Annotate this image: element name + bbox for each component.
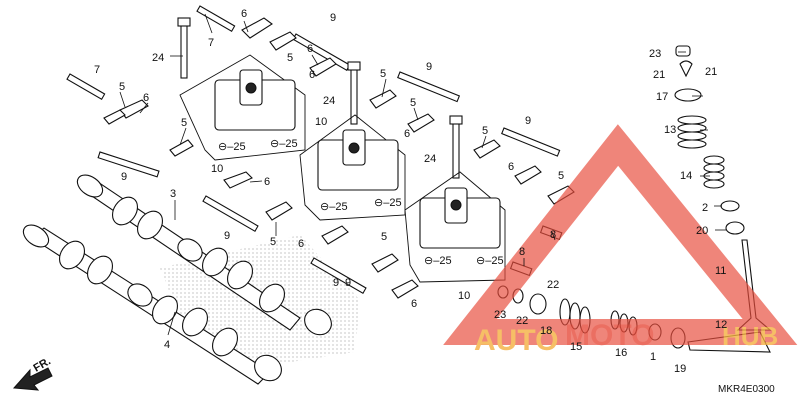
callout-5: 5 xyxy=(270,236,276,248)
callout-25: ⊖–25 xyxy=(270,138,298,150)
watermark-logo: AUTO MOTO HUB xyxy=(443,124,798,357)
callout-16: 16 xyxy=(615,347,627,359)
callout-10: 10 xyxy=(315,116,327,128)
watermark-triangle xyxy=(443,124,798,345)
callout-7: 7 xyxy=(208,37,214,49)
callout-25: ⊖–25 xyxy=(320,201,348,213)
watermark-word-b: MOTO xyxy=(565,319,654,352)
callout-5: 5 xyxy=(410,97,416,109)
callouts: 7 6 9 24 6 5 7 5 6 5 9 10 ⊖–25 ⊖–25 6 5 … xyxy=(94,8,727,375)
holder-assembly-10c xyxy=(404,171,506,283)
callout-5: 5 xyxy=(381,231,387,243)
callout-6: 6 xyxy=(411,298,417,310)
callout-2: 2 xyxy=(702,202,708,214)
callout-22: 22 xyxy=(516,315,528,327)
callout-21: 21 xyxy=(653,69,665,81)
callout-19: 19 xyxy=(674,363,686,375)
camshaft-4 xyxy=(22,224,282,385)
callout-8: 8 xyxy=(519,246,525,258)
callout-5: 5 xyxy=(380,68,386,80)
callout-24: 24 xyxy=(424,153,436,165)
callout-10: 10 xyxy=(211,163,223,175)
watermark-word-a: AUTO xyxy=(474,324,558,357)
callout-10: 10 xyxy=(458,290,470,302)
callout-9: 9 xyxy=(333,277,339,289)
front-direction-arrow xyxy=(12,367,53,391)
callout-20: 20 xyxy=(696,225,708,237)
callout-6: 6 xyxy=(143,92,149,104)
callout-5: 5 xyxy=(119,81,125,93)
valve-spring-13 xyxy=(677,115,707,149)
callout-4: 4 xyxy=(164,339,170,351)
leader-lines xyxy=(119,13,726,336)
callout-6: 6 xyxy=(404,128,410,140)
callout-7: 7 xyxy=(94,64,100,76)
callout-6: 6 xyxy=(307,43,313,55)
callout-6: 6 xyxy=(241,8,247,20)
callout-24: 24 xyxy=(152,52,164,64)
callout-23: 23 xyxy=(494,309,506,321)
callout-25: ⊖–25 xyxy=(424,255,452,267)
diagram-code: MKR4E0300 xyxy=(718,384,775,395)
callout-23: 23 xyxy=(649,48,661,60)
callout-1: 1 xyxy=(650,351,656,363)
callout-3: 3 xyxy=(170,188,176,200)
callout-9: 9 xyxy=(330,12,336,24)
callout-9: 9 xyxy=(121,171,127,183)
valve-spring-14 xyxy=(703,155,725,189)
callout-12: 12 xyxy=(715,319,727,331)
callout-5: 5 xyxy=(287,52,293,64)
callout-9: 9 xyxy=(345,277,351,289)
callout-15: 15 xyxy=(570,341,582,353)
valve-train xyxy=(497,45,772,353)
callout-6: 6 xyxy=(298,238,304,250)
callout-5: 5 xyxy=(181,117,187,129)
callout-14: 14 xyxy=(680,170,692,182)
holder-assembly-10b xyxy=(299,114,406,221)
holder-assembly-10a xyxy=(179,54,306,161)
callout-22: 22 xyxy=(547,279,559,291)
callout-9: 9 xyxy=(525,115,531,127)
callout-5: 5 xyxy=(558,170,564,182)
camshaft-3 xyxy=(76,174,332,336)
callout-24: 24 xyxy=(323,95,335,107)
callout-25: ⊖–25 xyxy=(374,197,402,209)
callout-18: 18 xyxy=(540,325,552,337)
callout-6: 6 xyxy=(508,161,514,173)
callout-9: 9 xyxy=(426,61,432,73)
callout-6: 6 xyxy=(309,69,315,81)
callout-17: 17 xyxy=(656,91,668,103)
callout-5: 5 xyxy=(482,125,488,137)
callout-25: ⊖–25 xyxy=(218,141,246,153)
rocker-arms xyxy=(103,17,575,299)
callout-8: 8 xyxy=(550,229,556,241)
callout-6: 6 xyxy=(264,176,270,188)
callout-13: 13 xyxy=(664,124,676,136)
watermark-word-c: HUB xyxy=(722,321,778,351)
rocker-shafts xyxy=(97,33,561,294)
callout-11: 11 xyxy=(715,265,726,277)
callout-9: 9 xyxy=(224,230,230,242)
callout-25: ⊖–25 xyxy=(476,255,504,267)
callout-21: 21 xyxy=(705,66,717,78)
